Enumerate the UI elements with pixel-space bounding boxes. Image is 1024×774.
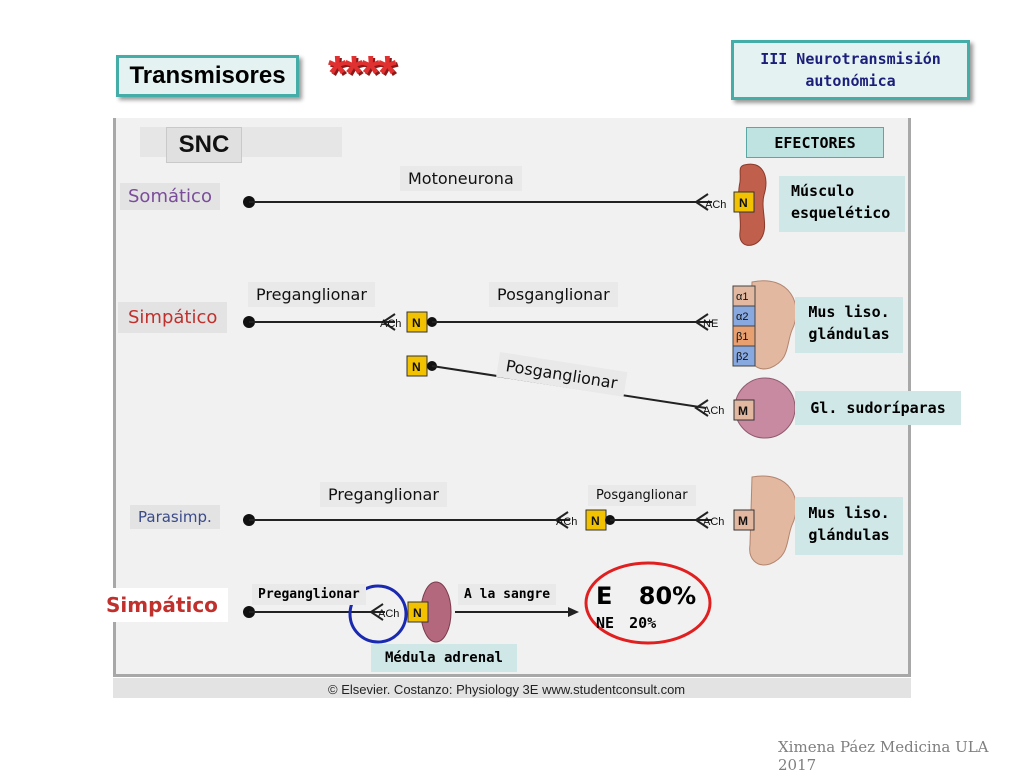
row-label-simpatico: Simpático — [118, 302, 228, 333]
effector-sweat-glands: Gl. sudoríparas — [795, 391, 961, 425]
somatico-terminal — [694, 193, 709, 211]
adrenal-blood-arrowhead — [568, 607, 579, 617]
row-label-somatico: Somático — [120, 183, 220, 210]
alpha1-receptor: α1 — [736, 291, 748, 303]
parasimp-post-label: Posganglionar — [588, 485, 696, 506]
topic-line-2: autonómica — [805, 72, 896, 90]
parasimp-post-terminal — [694, 511, 709, 529]
adrenal-receptor: N — [413, 606, 422, 620]
copyright-text: © Elsevier. Costanzo: Physiology 3E www.… — [328, 682, 686, 697]
effector-smooth-muscle-symp: Mus liso. glándulas — [795, 297, 903, 353]
effector-smooth-muscle-parasimp: Mus liso. glándulas — [795, 497, 903, 555]
parasimp-pre-transmitter: ACh — [556, 516, 577, 528]
smooth-muscle-shape — [749, 280, 797, 370]
beta2-receptor: β2 — [736, 351, 748, 363]
sweat-receptor: M — [738, 404, 748, 418]
parasimp-post-transmitter: ACh — [703, 516, 724, 528]
effector-skeletal-line-1: Músculo — [791, 182, 855, 200]
adrenal-transmitter: ACh — [378, 608, 399, 620]
beta1-receptor: β1 — [736, 331, 748, 343]
effector-skeletal-line-2: esquelético — [791, 204, 891, 222]
somatico-fiber-label: Motoneurona — [400, 166, 522, 191]
snc-label: SNC — [166, 127, 242, 163]
epinephrine-output: E 80% — [596, 582, 696, 610]
adrenal-pre-label: Preganglionar — [252, 584, 366, 605]
alpha2-receptor: α2 — [736, 311, 748, 323]
row-label-parasimpatico: Parasimp. — [130, 505, 220, 529]
simpatico-pre-label: Preganglionar — [248, 282, 375, 307]
epinephrine-label: E — [596, 582, 613, 610]
simpatico-post-terminal — [694, 313, 709, 331]
topic-box: III Neurotransmisión autonómica — [731, 40, 970, 100]
epinephrine-highlight-oval — [584, 561, 712, 645]
title-text: Transmisores — [129, 62, 286, 89]
topic-line-1: III Neurotransmisión — [760, 50, 941, 68]
to-blood-label: A la sangre — [458, 584, 557, 605]
effector-parasimp-line-1: Mus liso. — [808, 504, 890, 522]
norepinephrine-label: NE — [596, 614, 615, 632]
norepinephrine-output: NE 20% — [596, 614, 656, 632]
parasimp-pre-label: Preganglionar — [320, 482, 447, 507]
row-label-simpatico-adrenal: Simpático — [96, 588, 228, 622]
adrenal-pathway: ACh N — [243, 561, 712, 645]
effector-symp-line-1: Mus liso. — [808, 303, 890, 321]
parasimpatico-pathway: ACh N ACh M — [243, 475, 797, 566]
sweat-receptor-box — [733, 399, 755, 421]
simpatico-pre-terminal — [381, 313, 396, 331]
copyright-strip — [113, 678, 911, 698]
somatico-receptor: N — [739, 196, 748, 210]
parasimp-receptor: M — [738, 514, 748, 528]
epinephrine-value: 80% — [638, 582, 697, 610]
somatico-receptor-box — [733, 191, 755, 213]
star-rating: **** — [326, 47, 395, 100]
effector-symp-line-2: glándulas — [808, 325, 890, 343]
adrenal-receptor-box — [407, 601, 429, 623]
simpatico-post-transmitter: NE — [703, 318, 718, 330]
adrenal-terminal — [369, 603, 384, 621]
author-footer: Ximena Páez Medicina ULA 2017 — [778, 738, 989, 774]
parasimp-smooth-muscle-shape — [749, 475, 797, 566]
adrenal-medulla-label: Médula adrenal — [371, 644, 517, 672]
sweat-ganglion-receptor: N — [412, 360, 421, 374]
parasimp-ganglion-receptor: N — [591, 514, 600, 528]
sweat-terminal — [694, 399, 709, 417]
somatico-transmitter: ACh — [705, 199, 726, 211]
simpatico-pathway: ACh N NE α1 α2 β1 β2 N ACh M — [243, 280, 797, 439]
efectores-label: EFECTORES — [746, 127, 884, 158]
somatico-pathway: ACh N — [243, 163, 767, 246]
simpatico-pre-transmitter: ACh — [380, 318, 401, 330]
simpatico-ganglion-receptor: N — [412, 316, 421, 330]
beta2-receptor-box — [732, 345, 756, 367]
title-box: Transmisores — [116, 55, 299, 97]
sweat-transmitter: ACh — [703, 405, 724, 417]
simpatico-post-label: Posganglionar — [489, 282, 618, 307]
adrenal-highlight-circle — [348, 584, 408, 644]
parasimp-pre-terminal — [554, 511, 569, 529]
norepinephrine-value: 20% — [629, 614, 657, 632]
effector-parasimp-line-2: glándulas — [808, 526, 890, 544]
effector-skeletal-muscle: Músculo esquelético — [779, 176, 905, 232]
parasimp-receptor-box — [733, 509, 755, 531]
